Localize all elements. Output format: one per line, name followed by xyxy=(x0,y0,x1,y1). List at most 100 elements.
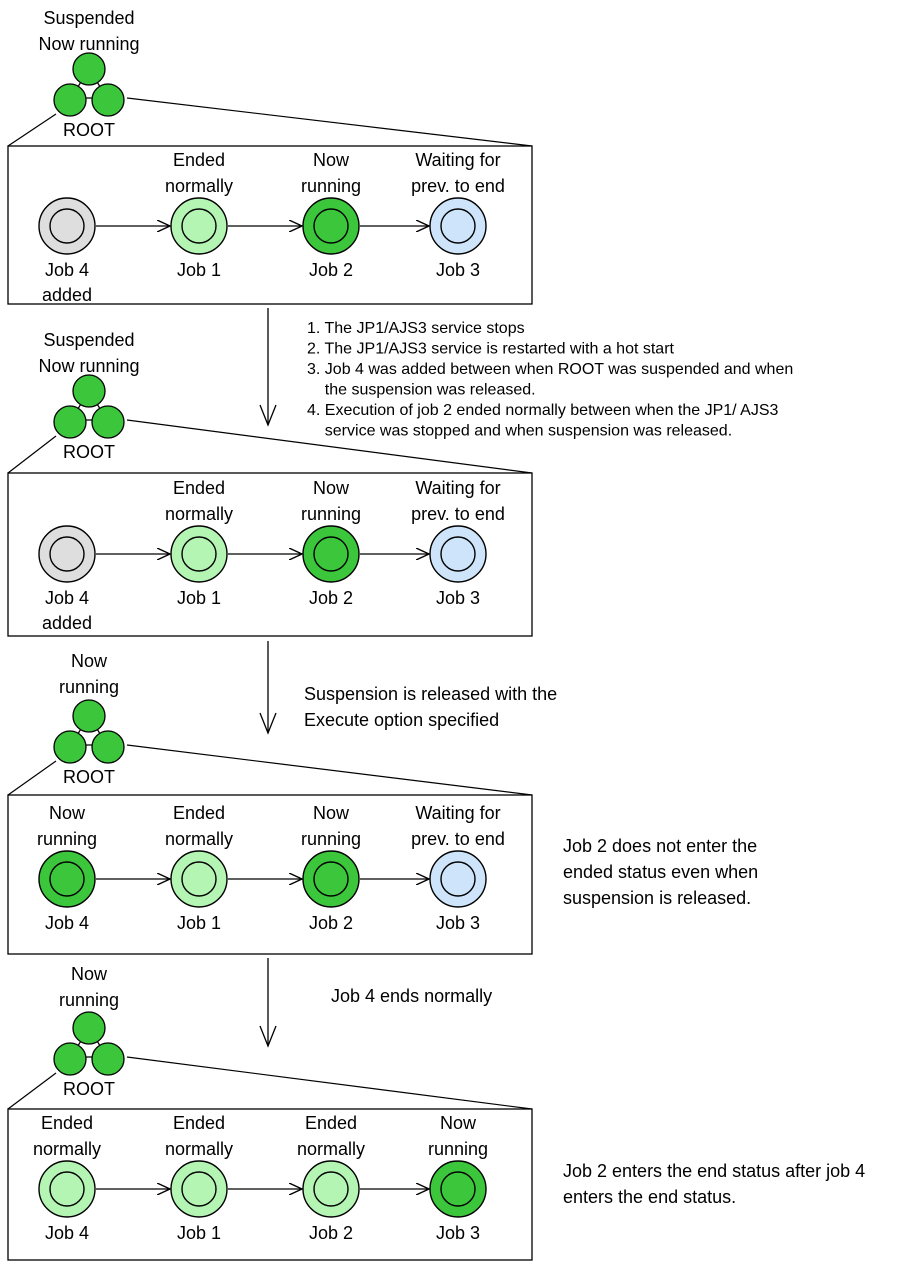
transition-text: service was stopped and when suspension … xyxy=(307,423,732,440)
job-name-label: added xyxy=(42,285,92,305)
root-label: ROOT xyxy=(63,767,115,787)
job-name-label: Job 2 xyxy=(309,913,353,933)
root-status-label: Suspended xyxy=(43,8,134,28)
root-status-label: Now running xyxy=(38,34,139,54)
zoom-line xyxy=(126,1056,533,1110)
root-jobnet-icon xyxy=(53,52,125,117)
job-status-label: normally xyxy=(33,1139,101,1159)
job-name-label: Job 1 xyxy=(177,260,221,280)
job-icon-inner xyxy=(440,536,476,572)
job-name-label: Job 2 xyxy=(309,1223,353,1243)
root-jobnet-icon xyxy=(53,374,125,439)
job-status-label: normally xyxy=(165,829,233,849)
zoom-line xyxy=(7,760,57,796)
zoom-line xyxy=(7,435,57,474)
job-name-label: Job 1 xyxy=(177,588,221,608)
root-status-label: running xyxy=(59,990,119,1010)
job-name-label: Job 3 xyxy=(436,913,480,933)
job-icon-inner xyxy=(49,536,85,572)
zoom-line xyxy=(7,1072,57,1110)
job-status-label: Ended xyxy=(173,1113,225,1133)
job-icon-inner xyxy=(49,1171,85,1207)
root-label: ROOT xyxy=(63,120,115,140)
job-icon-inner xyxy=(181,536,217,572)
job-icon-inner xyxy=(313,1171,349,1207)
job-name-label: Job 1 xyxy=(177,913,221,933)
job-icon-inner xyxy=(49,208,85,244)
transition-arrowhead xyxy=(259,712,277,735)
job-name-label: Job 1 xyxy=(177,1223,221,1243)
job-status-label: normally xyxy=(165,504,233,524)
job-name-label: Job 4 xyxy=(45,1223,89,1243)
zoom-line xyxy=(126,97,533,147)
transition-text: 4. Execution of job 2 ended normally bet… xyxy=(307,402,779,419)
job-status-label: Waiting for xyxy=(415,150,500,170)
job-status-label: prev. to end xyxy=(411,176,505,196)
job-status-label: Ended xyxy=(41,1113,93,1133)
job-icon-inner xyxy=(181,861,217,897)
job-status-label: running xyxy=(301,176,361,196)
job-status-label: Ended xyxy=(173,803,225,823)
job-status-label: normally xyxy=(165,1139,233,1159)
zoom-line xyxy=(126,744,533,796)
job-name-label: Job 4 xyxy=(45,588,89,608)
job-icon-inner xyxy=(440,861,476,897)
job-status-label: Now xyxy=(313,803,350,823)
job-status-label: Now xyxy=(313,150,350,170)
job-icon-inner xyxy=(313,208,349,244)
root-status-label: Suspended xyxy=(43,330,134,350)
side-note: ended status even when xyxy=(563,862,758,882)
transition-1: 1. The JP1/AJS3 service stops 2. The JP1/… xyxy=(259,308,793,440)
job-status-label: Waiting for xyxy=(415,803,500,823)
root-status-label: Now xyxy=(71,651,108,671)
job-name-label: Job 3 xyxy=(436,588,480,608)
job-status-label: prev. to end xyxy=(411,829,505,849)
transition-text: 1. The JP1/AJS3 service stops xyxy=(307,320,525,337)
job-0: Job 4 added xyxy=(38,525,96,633)
root-status-label: Now xyxy=(71,964,108,984)
job-icon-inner xyxy=(313,861,349,897)
root-label: ROOT xyxy=(63,442,115,462)
job-status-label: Now xyxy=(440,1113,477,1133)
transition-3: Job 4 ends normally xyxy=(259,958,492,1048)
job-name-label: Job 2 xyxy=(309,260,353,280)
transition-text: 3. Job 4 was added between when ROOT was… xyxy=(307,361,793,378)
transition-text: Suspension is released with the xyxy=(304,684,557,704)
job-status-label: prev. to end xyxy=(411,504,505,524)
job-status-label: normally xyxy=(165,176,233,196)
job-status-label: Now xyxy=(313,478,350,498)
root-jobnet-icon xyxy=(53,1011,125,1076)
job-status-label: running xyxy=(301,504,361,524)
job-icon-inner xyxy=(440,208,476,244)
transition-arrowhead xyxy=(259,404,277,427)
job-name-label: added xyxy=(42,613,92,633)
root-jobnet-icon xyxy=(53,699,125,764)
job-icon-inner xyxy=(181,208,217,244)
side-note: enters the end status. xyxy=(563,1187,736,1207)
side-note: suspension is released. xyxy=(563,888,751,908)
transition-text: Execute option specified xyxy=(304,710,499,730)
job-icon-inner xyxy=(181,1171,217,1207)
transition-arrowhead xyxy=(259,1025,277,1048)
transition-text: 2. The JP1/AJS3 service is restarted wit… xyxy=(307,341,675,358)
job-status-label: running xyxy=(301,829,361,849)
job-status-label: Now xyxy=(49,803,86,823)
job-status-label: Ended xyxy=(173,478,225,498)
